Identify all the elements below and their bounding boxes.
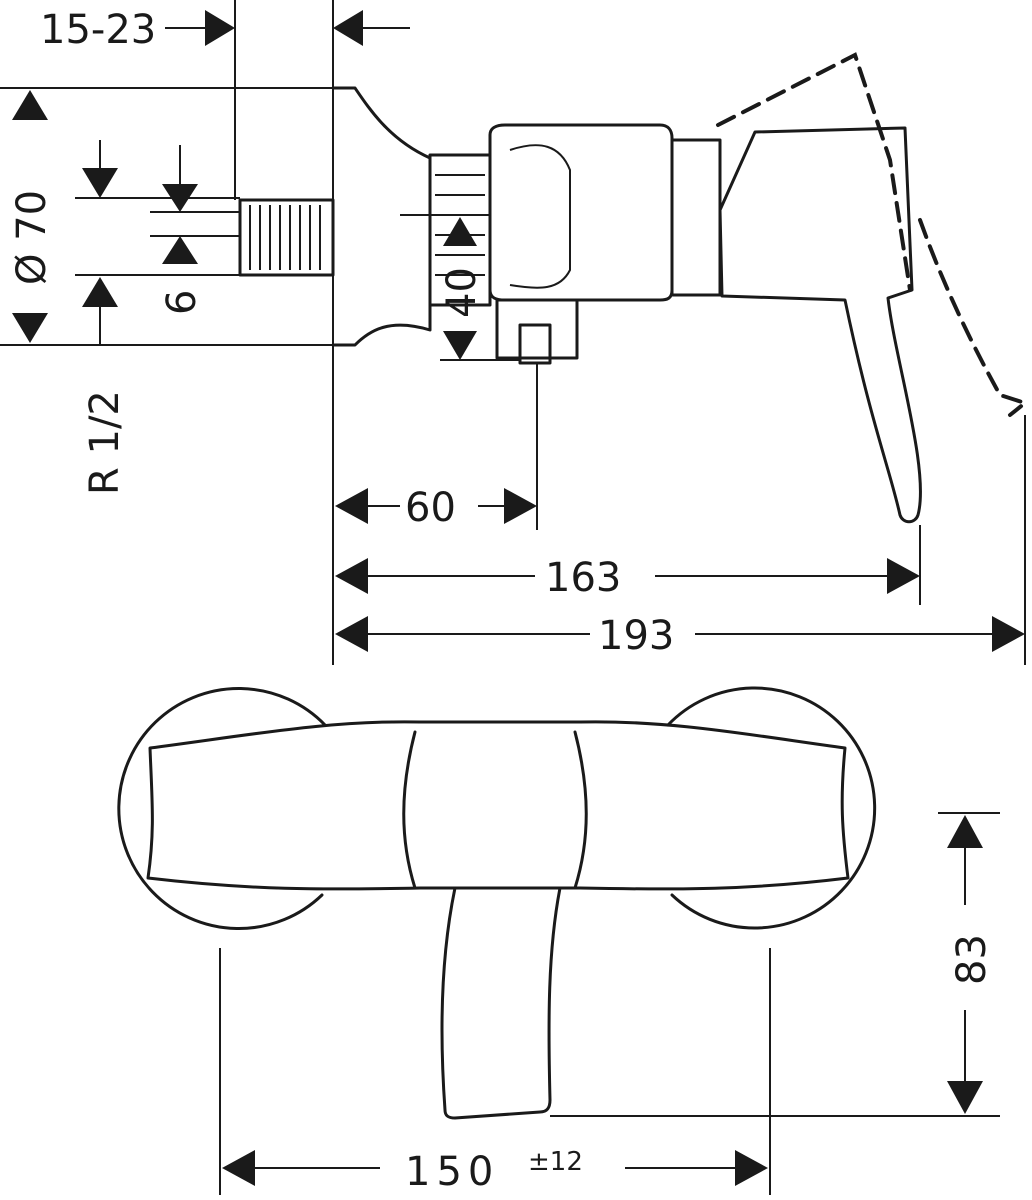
dim-outlet-depth-label: 60 (405, 485, 456, 531)
arrow-head (12, 313, 48, 343)
arrow-head (335, 488, 368, 524)
dim-lever-depth-label: 163 (545, 555, 621, 601)
arrow-head (162, 184, 198, 212)
arrow-head (333, 10, 363, 46)
threaded-connector (238, 198, 335, 277)
dim-tolerance-label: ±12 (528, 1147, 583, 1177)
thread-lines (249, 205, 321, 270)
dim-height-label: 83 (949, 934, 995, 985)
dim-diameter-label: Ø 70 (9, 190, 55, 285)
mixer-body (488, 123, 674, 302)
arrow-head (162, 236, 198, 264)
front-view: 83 150 ±12 (117, 686, 1000, 1195)
outlet-nozzle (518, 323, 552, 365)
body-contour (509, 144, 571, 289)
mixer-body-front (146, 720, 850, 891)
arrow-head (504, 488, 537, 524)
arrow-head (735, 1150, 768, 1186)
arrow-head (335, 616, 368, 652)
centre-segment-left (402, 730, 417, 890)
arrow-head (12, 90, 48, 120)
dim-thread-6-label: 6 (159, 290, 205, 315)
dim-centres-label: 150 (405, 1149, 499, 1195)
dim-outlet-height-label: 40 (439, 267, 485, 318)
arrow-head (205, 10, 235, 46)
arrow-head (947, 1081, 983, 1114)
cartridge-collar (670, 138, 722, 297)
lever-alt-position-up (716, 52, 912, 292)
dim-total-depth-label: 193 (598, 613, 674, 659)
dim-wall-offset-label: 15-23 (40, 7, 156, 53)
outlet-housing (495, 298, 579, 360)
left-rosette (117, 687, 327, 931)
arrow-head (443, 331, 477, 360)
side-view: 15-23 Ø 70 R 1/2 6 (0, 0, 1030, 665)
arrow-head (82, 168, 118, 198)
right-rosette (666, 686, 877, 930)
arrow-head (222, 1150, 255, 1186)
escutcheon (331, 86, 432, 347)
arrow-head (947, 815, 983, 848)
dim-thread-label: R 1/2 (82, 390, 128, 495)
lever-handle (718, 126, 922, 524)
lever-alt-position-down (918, 218, 1030, 417)
arrow-head (887, 558, 920, 594)
arrow-head (335, 558, 368, 594)
centre-segment-right (573, 730, 588, 890)
arrow-head (443, 217, 477, 246)
arrow-head (82, 277, 118, 307)
arrow-head (992, 616, 1025, 652)
lever-front (440, 886, 562, 1120)
